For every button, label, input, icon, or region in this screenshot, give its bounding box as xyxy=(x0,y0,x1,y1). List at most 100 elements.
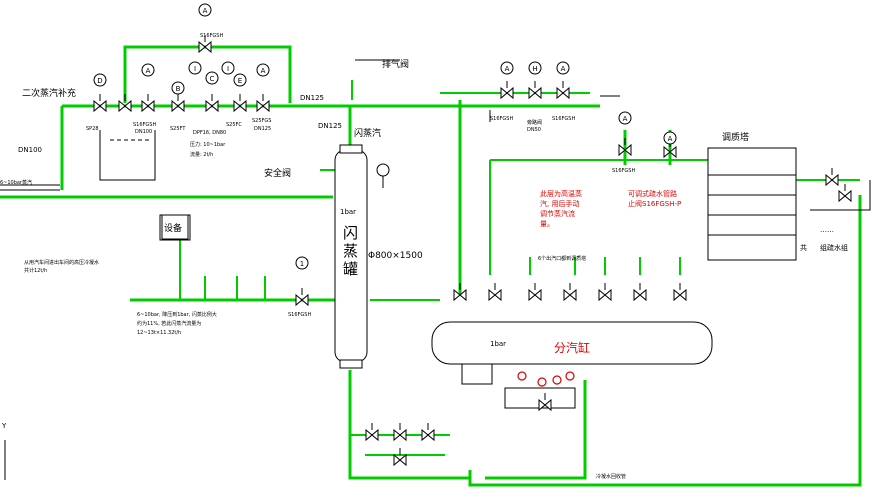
valve-symbol xyxy=(205,99,219,113)
s25ft-label: S25FT xyxy=(170,126,186,132)
svg-text:A: A xyxy=(261,67,266,75)
valve-symbol xyxy=(93,99,107,113)
valve-symbol xyxy=(838,189,852,203)
pressure-note-3: 12~13t×11.32t/h xyxy=(137,330,181,336)
valve-symbol xyxy=(198,40,212,54)
main-pipes xyxy=(0,45,862,487)
flash-tank-bottom-flange xyxy=(339,359,363,369)
instrument-i-1: I xyxy=(188,61,202,75)
svg-text:C: C xyxy=(210,75,215,83)
instrument-d: D xyxy=(93,73,107,87)
s16fgsh-label: S16FGSH xyxy=(133,122,156,128)
tank-bottom-pipe xyxy=(348,370,470,480)
svg-text:D: D xyxy=(97,77,102,85)
black-lines xyxy=(0,59,871,480)
valve-symbol xyxy=(118,99,132,113)
flow-label: 流量: 2t/h xyxy=(190,151,213,158)
equipment-box xyxy=(161,214,189,240)
valve-symbol xyxy=(295,293,309,307)
red-note-1: 此层为高温蒸 xyxy=(540,189,582,198)
valve-symbol xyxy=(453,288,467,302)
dpf16-label: DPF16, DN80 xyxy=(193,130,226,136)
flash-tank-label-2: 蒸 xyxy=(343,242,358,260)
sp28-label: SP28 xyxy=(86,126,99,132)
pressure-note-1: 6~10bar, 降压到1bar, 闪蒸比例大 xyxy=(137,311,217,318)
right-trap-frame xyxy=(810,180,871,211)
dots-label: …… xyxy=(820,226,834,234)
text-labels: 二次蒸汽补充 DN100 6~10bar蒸汽 SP28 S16FGSH DN10… xyxy=(0,33,848,480)
red-note-6: 止阀S16FGSH-P xyxy=(628,199,681,208)
axis-y-label: Y xyxy=(1,422,7,430)
svg-text:I: I xyxy=(227,65,229,73)
valve-symbol xyxy=(141,99,155,113)
svg-text:A: A xyxy=(505,65,510,73)
svg-text:A: A xyxy=(623,115,628,123)
condensate-note-2: 共计12t/h xyxy=(24,267,47,274)
svg-text:E: E xyxy=(238,77,242,85)
svg-text:B: B xyxy=(176,85,181,93)
red-note-2: 汽, 用后手动 xyxy=(540,199,579,208)
valve-symbol xyxy=(556,86,570,100)
header-label: 分汽缸 xyxy=(554,340,590,355)
valve-symbol xyxy=(563,288,577,302)
s16fgsh-lower-label: S16FGSH xyxy=(288,312,311,318)
red-instruments xyxy=(517,371,575,387)
red-note-5: 可调式疏水管路 xyxy=(628,189,677,198)
instrument-a-2: A xyxy=(256,63,270,77)
humid-tower-body xyxy=(707,147,797,261)
equipment-label: 设备 xyxy=(164,222,182,234)
valve-symbol xyxy=(673,288,687,302)
instrument-a-bypass: A xyxy=(198,3,212,17)
valve-s16-1-label: S16FGSH xyxy=(490,116,513,122)
red-note-3: 调节蒸汽流 xyxy=(540,209,575,218)
dn50-label: DN50 xyxy=(527,127,541,133)
valve-symbol xyxy=(393,453,407,467)
valve-symbol xyxy=(618,143,632,157)
instrument-a-5: A xyxy=(618,111,632,125)
s25fc-label: S25FC xyxy=(226,122,242,128)
flash-tank xyxy=(334,144,368,369)
flash-steam-label: 闪蒸汽 xyxy=(354,127,381,139)
svg-text:A: A xyxy=(668,135,673,143)
instrument-e: E xyxy=(233,73,247,87)
instrument-bubbles: A D A B I C I E xyxy=(93,3,677,270)
flash-tank-label-1: 闪 xyxy=(343,224,358,242)
condensate-note-1: 从用汽车间进出车间的高压冷凝水 xyxy=(24,259,99,266)
instrument-a-3: A xyxy=(500,61,514,75)
header-pressure-label: 1bar xyxy=(490,340,506,348)
condensate-return-label: 冷凝水回收管 xyxy=(596,473,626,480)
group-trap-label: 组疏水组 xyxy=(820,243,848,252)
steam-header xyxy=(431,321,713,409)
humid-tower-label: 调质塔 xyxy=(722,131,749,143)
diameter-label: Φ800×1500 xyxy=(368,251,423,261)
instrument-a-6: A xyxy=(663,131,677,145)
svg-text:1: 1 xyxy=(300,260,304,268)
svg-text:A: A xyxy=(561,65,566,73)
svg-text:A: A xyxy=(146,67,151,75)
s16fgsh-mid-label: S16FGSH xyxy=(612,168,635,174)
valve-symbol xyxy=(393,428,407,442)
safety-valve-label: 安全阀 xyxy=(264,167,291,179)
instrument-one: 1 xyxy=(295,256,309,270)
humid-tower xyxy=(707,147,797,261)
s16fgsh-top-label: S16FGSH xyxy=(200,33,223,39)
dn125-under-label: DN125 xyxy=(254,126,271,132)
valve-s16-2-label: S16FGSH xyxy=(552,116,575,122)
pressure-gauge xyxy=(376,163,390,188)
pressure-label: 压力: 10~1bar xyxy=(190,141,226,148)
valve-symbol xyxy=(365,428,379,442)
instrument-a-4: A xyxy=(556,61,570,75)
trap-station-frame xyxy=(99,130,156,181)
valve-symbol xyxy=(256,99,270,113)
valve-symbol xyxy=(528,288,542,302)
instrument-b: B xyxy=(171,81,185,95)
valve-symbol xyxy=(663,145,677,159)
header-drain-box xyxy=(461,363,493,385)
shared-label: 共 xyxy=(800,243,807,252)
dn100-label: DN100 xyxy=(18,146,42,154)
dn100-small-label: DN100 xyxy=(135,129,152,135)
flash-tank-top-flange xyxy=(339,144,363,154)
tank-pressure-label: 1bar xyxy=(340,208,356,216)
instrument-a-1: A xyxy=(141,63,155,77)
